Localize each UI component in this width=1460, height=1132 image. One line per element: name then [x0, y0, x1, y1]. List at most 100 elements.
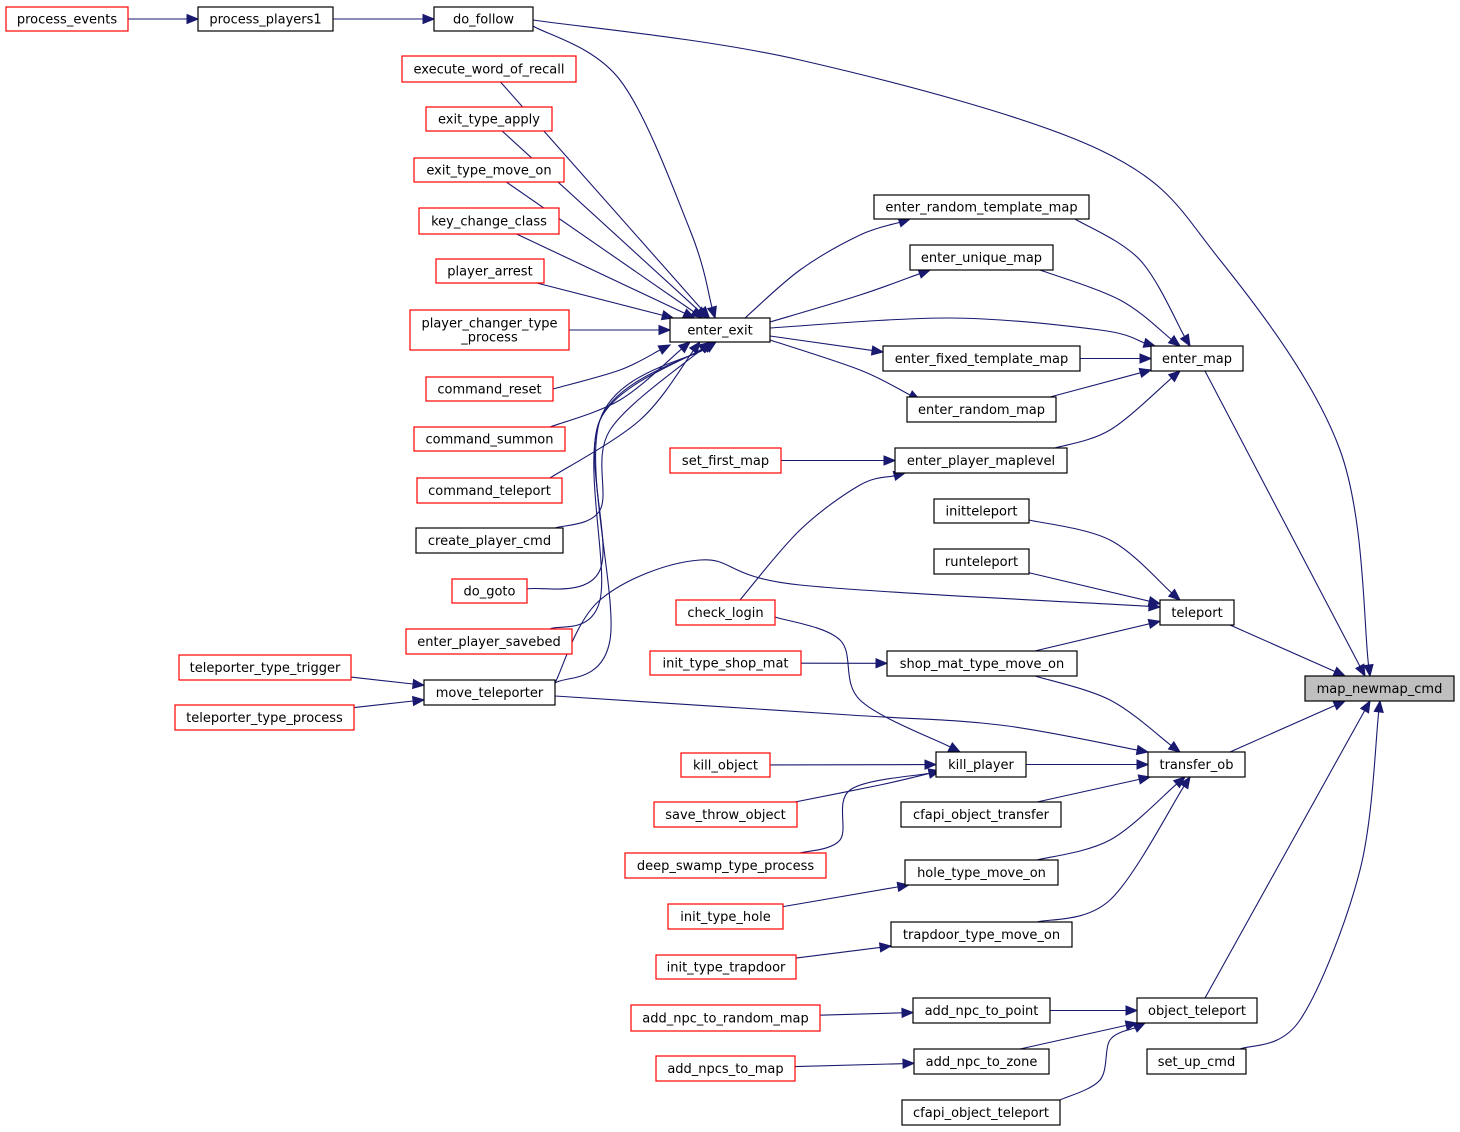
node-shop-mat-type-move-on[interactable]: shop_mat_type_move_on: [886, 650, 1078, 677]
node-label: enter_player_savebed: [417, 635, 560, 650]
node-enter-fixed-template-map[interactable]: enter_fixed_template_map: [882, 345, 1081, 372]
node-kill-object[interactable]: kill_object: [680, 752, 771, 778]
edge-arrowhead: [947, 742, 962, 753]
edge-line: [795, 946, 881, 959]
node-enter-random-map[interactable]: enter_random_map: [906, 396, 1057, 423]
node-add-npc-to-random-map[interactable]: add_npc_to_random_map: [630, 1004, 821, 1032]
edge-line: [794, 1063, 904, 1068]
node-command-summon[interactable]: command_summon: [413, 426, 566, 452]
node-label: save_throw_object: [665, 808, 785, 823]
edge-enter_player_savebed-to-enter_exit: [549, 341, 716, 630]
edge-arrowhead: [1135, 744, 1150, 756]
edge-line: [554, 348, 703, 529]
node-box: [401, 55, 577, 83]
node-enter-player-maplevel[interactable]: enter_player_maplevel: [894, 447, 1068, 474]
node-hole-type-move-on[interactable]: hole_type_move_on: [904, 859, 1059, 886]
node-label: check_login: [687, 606, 763, 621]
node-player-arrest[interactable]: player_arrest: [435, 258, 545, 284]
node-cfapi-object-teleport[interactable]: cfapi_object_teleport: [901, 1099, 1061, 1126]
edge-arrowhead: [1132, 1022, 1147, 1033]
node-label: map_newmap_cmd: [1317, 682, 1443, 697]
node-set-first-map[interactable]: set_first_map: [669, 447, 782, 474]
node-box: [624, 852, 827, 879]
edge-line: [353, 700, 414, 709]
edge-line: [1229, 704, 1336, 753]
node-add-npc-to-zone[interactable]: add_npc_to_zone: [913, 1048, 1050, 1075]
node-enter-player-savebed[interactable]: enter_player_savebed: [405, 628, 573, 655]
edge-create_player_cmd-to-enter_exit: [554, 341, 711, 529]
node-enter-map[interactable]: enter_map: [1150, 345, 1244, 372]
node-enter-exit[interactable]: enter_exit: [669, 317, 771, 343]
node-do-goto[interactable]: do_goto: [451, 578, 528, 604]
node-player-changer-type-process[interactable]: player_changer_type_process: [409, 309, 570, 351]
node-label: command_teleport: [428, 484, 551, 499]
node-box: [669, 317, 771, 343]
edge-line: [554, 695, 1138, 751]
node-command-reset[interactable]: command_reset: [425, 376, 554, 402]
node-label: exit_type_move_on: [426, 164, 551, 179]
node-exit-type-apply[interactable]: exit_type_apply: [425, 106, 553, 132]
node-process-players1[interactable]: process_players1: [197, 6, 334, 32]
edge-init_type_shop_mat-to-shop_mat_type_move_on: [800, 658, 889, 669]
node-init-type-trapdoor[interactable]: init_type_trapdoor: [655, 954, 797, 980]
edge-line: [739, 475, 895, 601]
edge-enter_random_template_map-to-enter_map: [1074, 218, 1191, 348]
node-cfapi-object-transfer[interactable]: cfapi_object_transfer: [900, 801, 1062, 828]
node-save-throw-object[interactable]: save_throw_object: [653, 801, 798, 828]
node-label: create_player_cmd: [428, 534, 551, 549]
node-runteleport[interactable]: runteleport: [933, 548, 1030, 575]
node-label: kill_object: [693, 759, 758, 774]
node-initteleport[interactable]: initteleport: [933, 498, 1030, 524]
node-kill-player[interactable]: kill_player: [935, 751, 1027, 778]
node-exit-type-move-on[interactable]: exit_type_move_on: [413, 157, 565, 183]
node-check-login[interactable]: check_login: [675, 599, 776, 626]
node-teleporter-type-process[interactable]: teleporter_type_process: [174, 704, 355, 731]
node-box: [413, 157, 565, 183]
node-deep-swamp-type-process[interactable]: deep_swamp_type_process: [624, 852, 827, 879]
node-teleport[interactable]: teleport: [1159, 599, 1235, 626]
node-set-up-cmd[interactable]: set_up_cmd: [1146, 1048, 1247, 1075]
node-label: teleport: [1171, 606, 1222, 621]
node-label: object_teleport: [1148, 1004, 1246, 1019]
edge-arrowhead: [1332, 666, 1347, 677]
edge-arrowhead: [875, 658, 889, 669]
node-trapdoor-type-move-on[interactable]: trapdoor_type_move_on: [890, 921, 1073, 948]
edge-line: [1036, 783, 1177, 861]
node-add-npc-to-point[interactable]: add_npc_to_point: [912, 997, 1051, 1024]
edge-line: [554, 559, 1150, 684]
node-key-change-class[interactable]: key_change_class: [418, 207, 560, 235]
node-box: [675, 599, 776, 626]
node-execute-word-of-recall[interactable]: execute_word_of_recall: [401, 55, 577, 83]
node-label: player_arrest: [447, 265, 532, 280]
node-box: [178, 654, 352, 681]
node-init-type-hole[interactable]: init_type_hole: [667, 903, 784, 930]
node-label: enter_unique_map: [921, 251, 1042, 266]
node-create-player-cmd[interactable]: create_player_cmd: [415, 527, 564, 554]
node-label: shop_mat_type_move_on: [900, 657, 1065, 672]
edge-arrowhead: [411, 678, 426, 690]
edge-enter_exit-to-enter_random_template_map: [744, 217, 912, 319]
edge-line: [549, 350, 694, 479]
node-box: [435, 258, 545, 284]
edge-arrowhead: [1373, 699, 1384, 714]
node-teleporter-type-trigger[interactable]: teleporter_type_trigger: [178, 654, 352, 681]
node-command-teleport[interactable]: command_teleport: [416, 477, 563, 504]
node-transfer-ob[interactable]: transfer_ob: [1147, 751, 1246, 778]
node-box: [1147, 751, 1246, 778]
node-box: [909, 244, 1054, 271]
node-process-events[interactable]: process_events: [5, 6, 129, 32]
node-enter-unique-map[interactable]: enter_unique_map: [909, 244, 1054, 271]
node-object-teleport[interactable]: object_teleport: [1136, 997, 1258, 1024]
node-do-follow[interactable]: do_follow: [433, 6, 534, 32]
node-label: add_npcs_to_map: [667, 1062, 783, 1077]
node-box: [405, 628, 573, 655]
node-map-newmap-cmd[interactable]: map_newmap_cmd: [1304, 675, 1455, 702]
edge-cfapi_object_teleport-to-object_teleport: [1059, 1022, 1147, 1101]
node-move-teleporter[interactable]: move_teleporter: [423, 679, 556, 706]
node-box: [433, 6, 534, 32]
edge-line: [1229, 624, 1336, 673]
node-init-type-shop-mat[interactable]: init_type_shop_mat: [649, 650, 802, 676]
node-enter-random-template-map[interactable]: enter_random_template_map: [873, 194, 1090, 220]
node-add-npcs-to-map[interactable]: add_npcs_to_map: [655, 1055, 796, 1082]
edge-init_type_trapdoor-to-trapdoor_type_move_on: [795, 942, 893, 959]
